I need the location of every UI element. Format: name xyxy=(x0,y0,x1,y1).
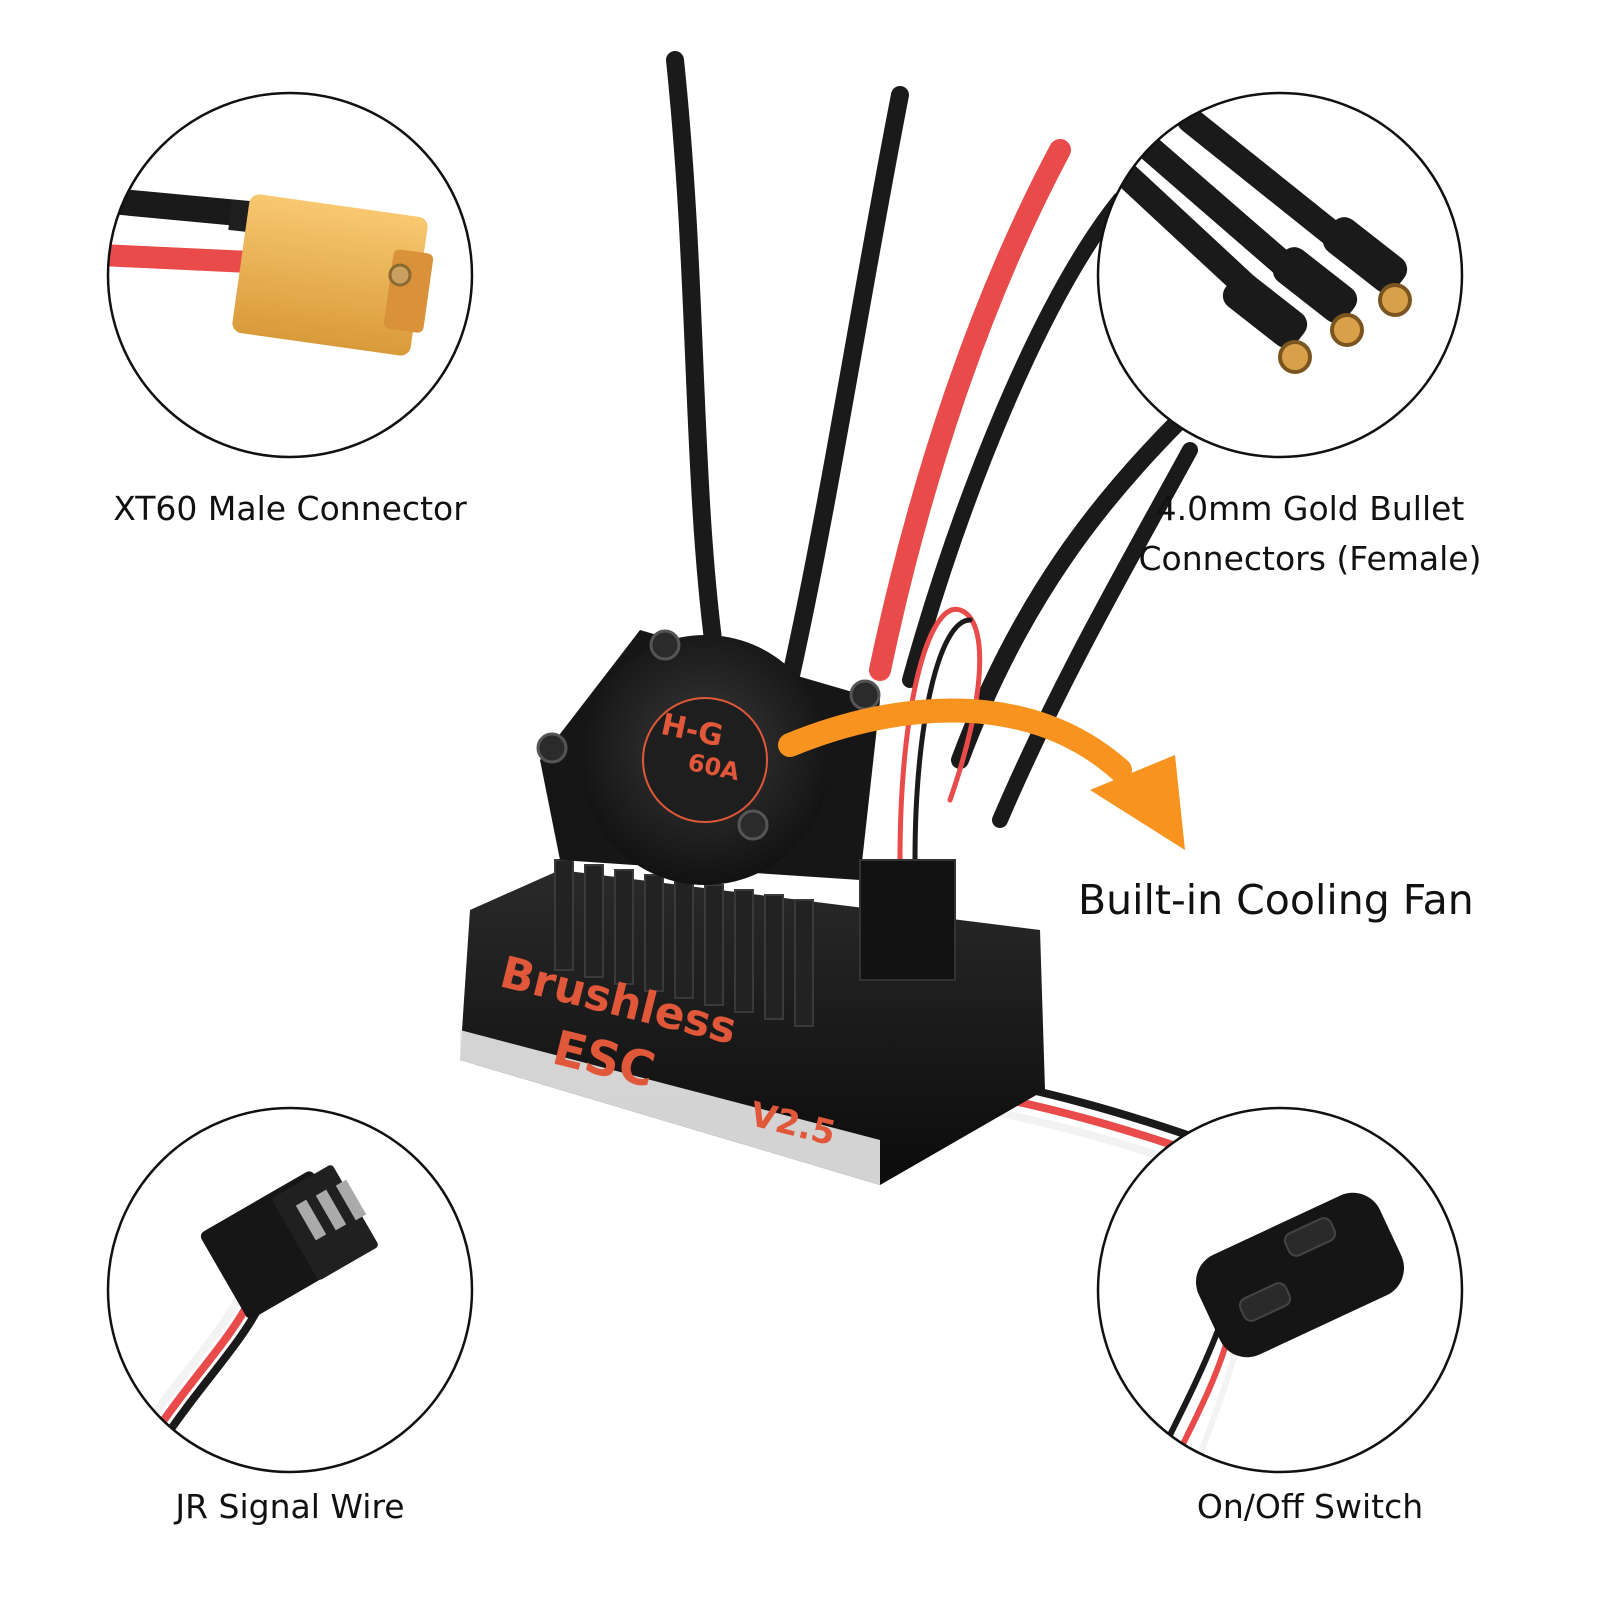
bullet-connector-label-line1: 4.0mm Gold Bullet xyxy=(1155,489,1465,528)
bullet-tip-2 xyxy=(1330,313,1364,347)
fan-arrow xyxy=(778,698,1185,850)
cooling-fan-label: Built-in Cooling Fan xyxy=(1078,876,1474,924)
heatsink xyxy=(554,859,814,1027)
xt60-connector-body xyxy=(232,194,428,356)
bullet-connector-label-line2: Connectors (Female) xyxy=(1138,539,1482,578)
screws xyxy=(536,629,881,841)
xt60-label: XT60 Male Connector xyxy=(113,489,467,528)
jr-signal-wire-label: JR Signal Wire xyxy=(175,1487,405,1526)
bullet-tip-1 xyxy=(1278,340,1312,374)
callout-bullet xyxy=(1096,91,1464,459)
callout-xt60 xyxy=(106,91,474,459)
on-off-switch-label: On/Off Switch xyxy=(1196,1487,1424,1526)
callout-jr xyxy=(106,1106,474,1474)
callout-switch xyxy=(1096,1106,1464,1474)
bullet-connector-label: 4.0mm Gold Bullet Connectors (Female) xyxy=(1100,484,1520,584)
bullet-tip-3 xyxy=(1378,283,1412,317)
esc-case: H-G 60A Brushless ESC V2.5 xyxy=(460,629,1045,1185)
